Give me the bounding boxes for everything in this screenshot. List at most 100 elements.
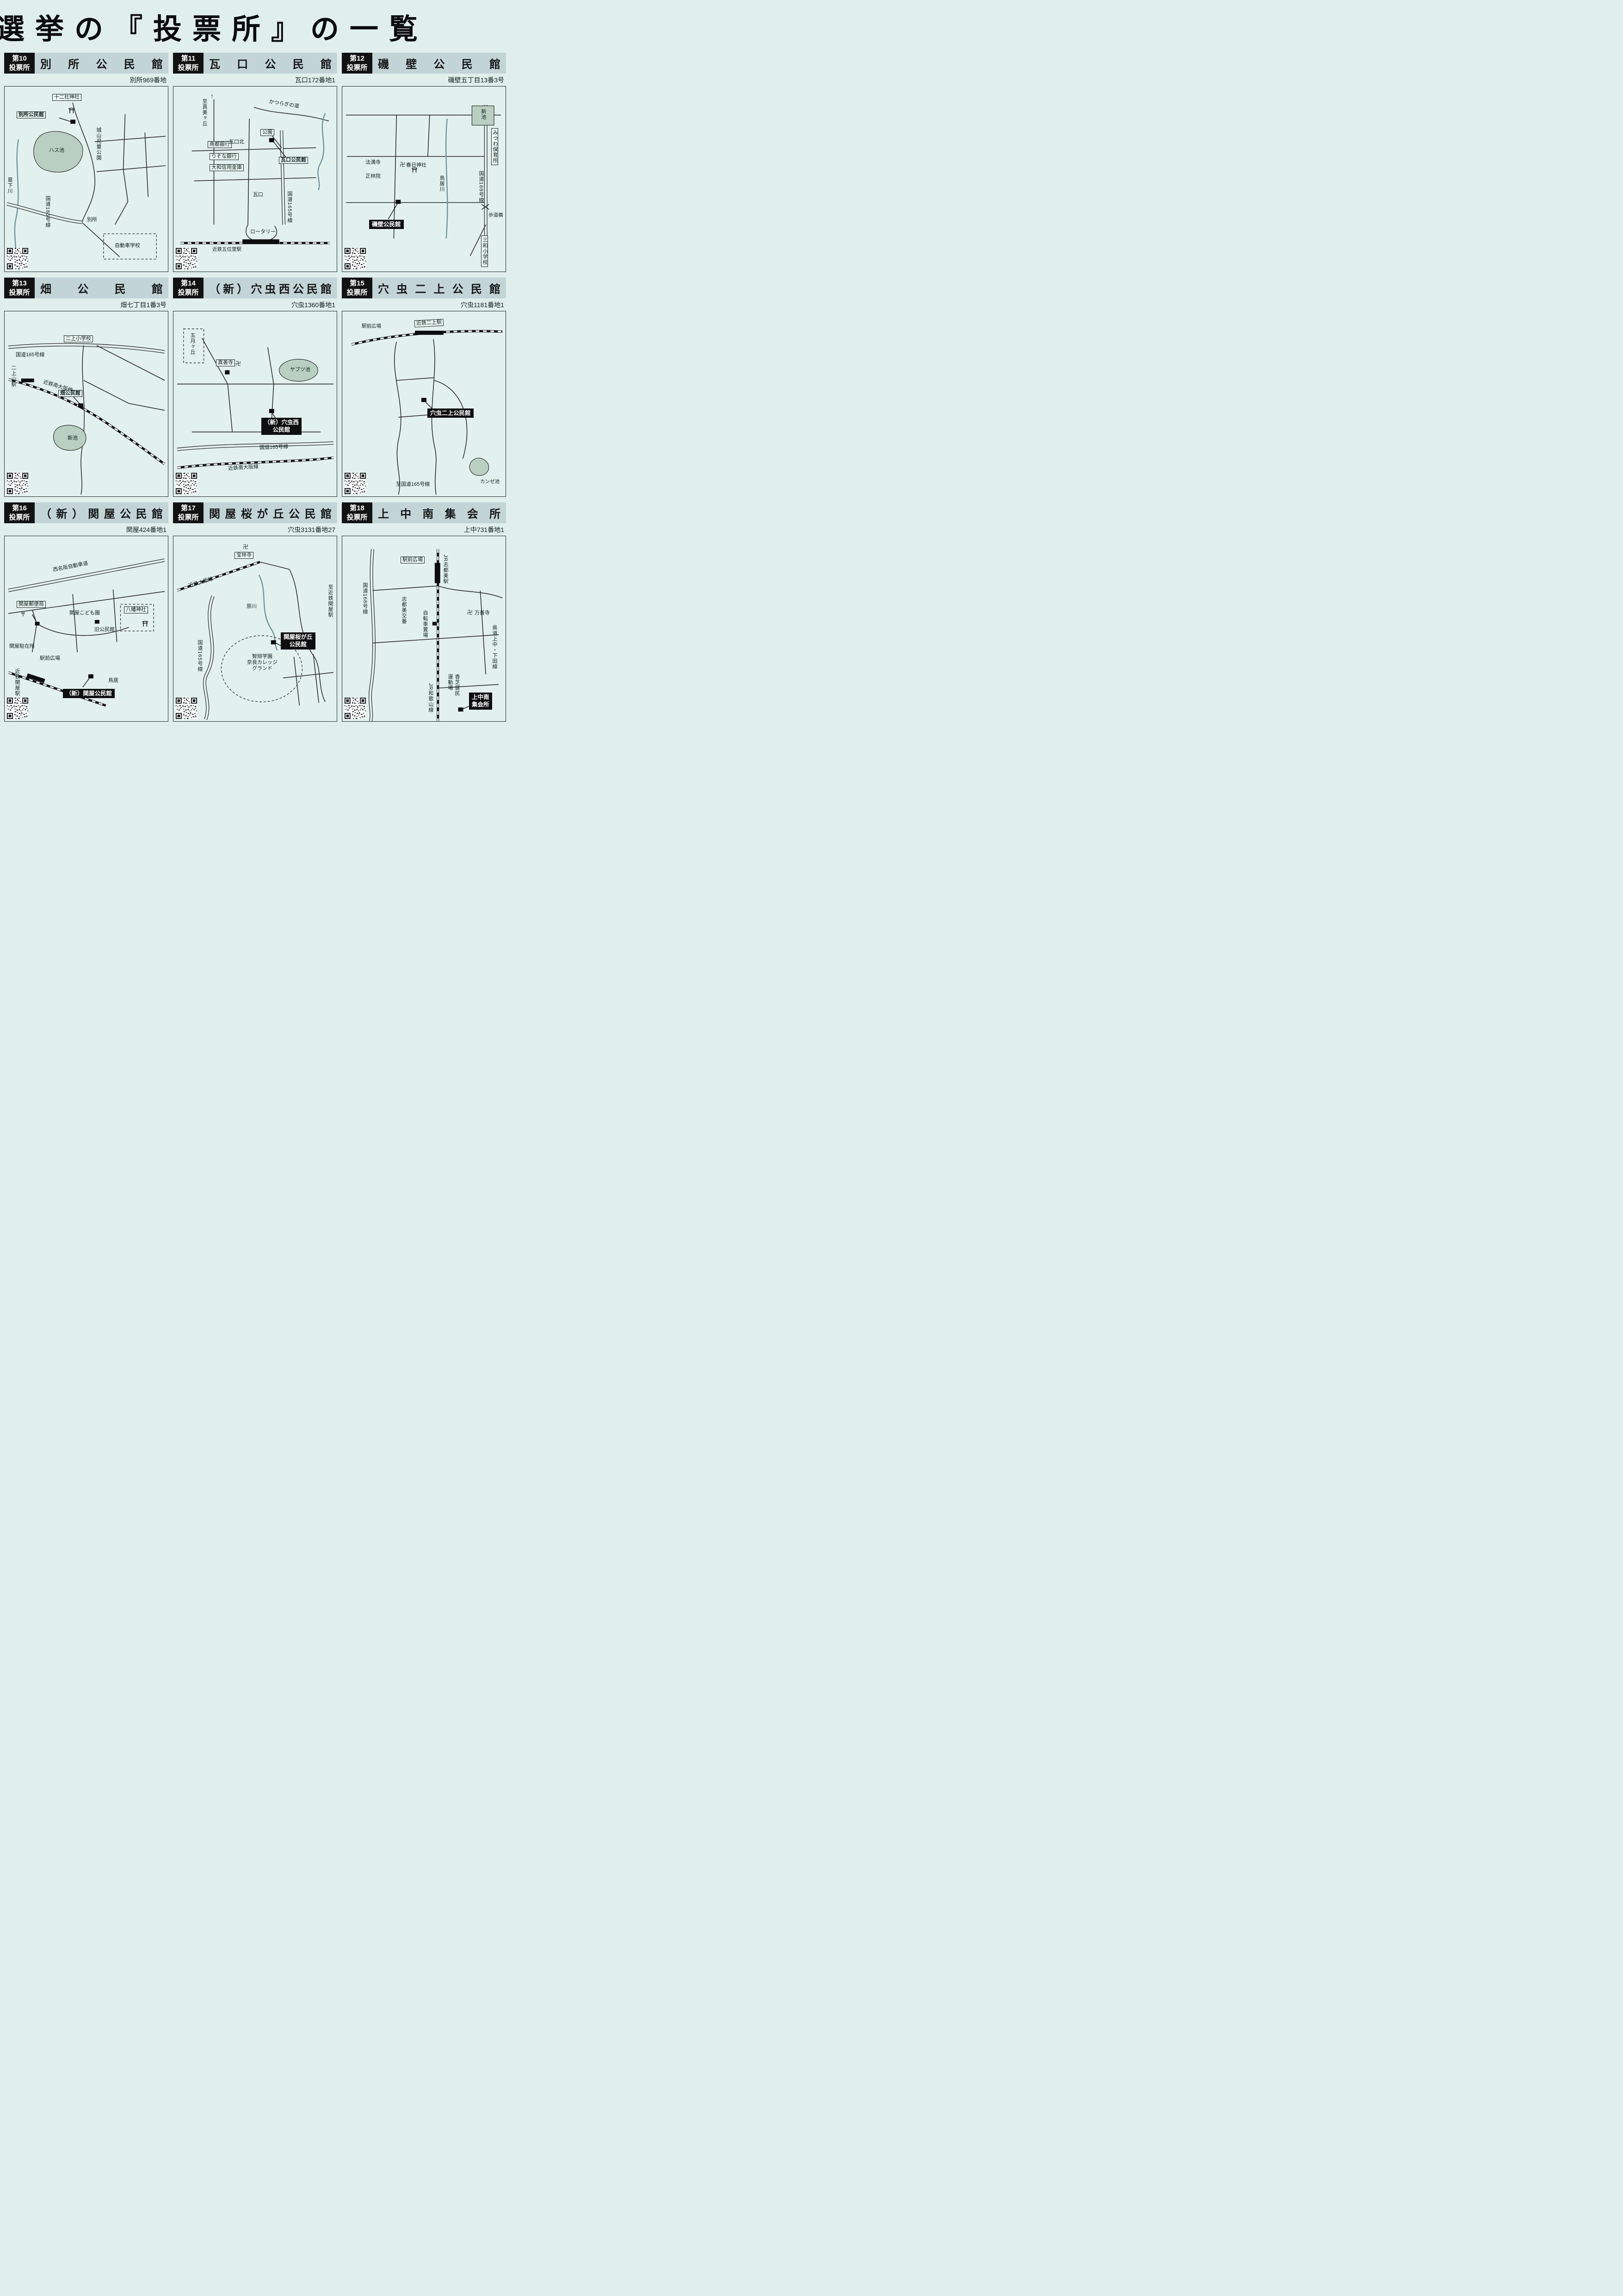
station-address: 上中731番地1 bbox=[463, 526, 504, 533]
label-station: 近鉄関屋駅 bbox=[14, 668, 20, 696]
station-number-badge: 第11 投票所 bbox=[173, 53, 204, 74]
polling-card-11: 第11 投票所 瓦口公民館 瓦口172番地1 bbox=[173, 53, 337, 272]
label-hall-line2: 公民館 bbox=[272, 427, 290, 433]
qr-code bbox=[7, 473, 28, 494]
label-ground: 香芝健民 運動場 bbox=[447, 674, 460, 696]
polling-card-10: 第10 投票所 別所公民館 別所969番地 bbox=[4, 53, 168, 272]
badge-label: 投票所 bbox=[178, 63, 199, 72]
map-roads bbox=[346, 105, 501, 256]
badge-number: 第13 bbox=[12, 279, 27, 287]
card-header: 第18 投票所 上中南集会所 bbox=[342, 502, 506, 523]
station-number-badge: 第18 投票所 bbox=[342, 502, 372, 523]
manji-icon: 卍 bbox=[243, 544, 249, 550]
label-river: 葛下川 bbox=[6, 177, 12, 194]
polling-card-18: 第18 投票所 上中南集会所 上中731番地1 bbox=[342, 502, 506, 722]
station-number-badge: 第17 投票所 bbox=[173, 502, 204, 523]
card-header: 第16 投票所 （新）関屋公民館 bbox=[4, 502, 168, 523]
label-hall: （新）穴虫西 公民館 bbox=[261, 418, 302, 435]
label-police: 関屋駐在所 bbox=[9, 644, 35, 649]
polling-card-15: 第15 投票所 穴虫二上公民館 穴虫1181番地1 bbox=[342, 278, 506, 497]
label-kitacho: 瓦口北 bbox=[229, 139, 244, 145]
badge-label: 投票所 bbox=[346, 63, 368, 72]
label-hall: 穴虫二上公民館 bbox=[427, 408, 474, 418]
label-temple: 宝林寺 bbox=[235, 552, 253, 559]
badge-label: 投票所 bbox=[178, 288, 199, 297]
badge-number: 第15 bbox=[350, 279, 364, 287]
label-route: 国道165号線 bbox=[44, 196, 50, 228]
badge-label: 投票所 bbox=[178, 513, 199, 521]
station-map: 宝林寺 卍 近鉄大阪線 原川 至近鉄関屋駅 国道165号線 智辯学園 奈良カレッ… bbox=[173, 536, 337, 722]
station-number-badge: 第16 投票所 bbox=[4, 502, 35, 523]
station-number-badge: 第15 投票所 bbox=[342, 278, 372, 298]
station-name: 瓦口公民館 bbox=[209, 58, 332, 71]
label-bank3: 大和信用金庫 bbox=[210, 164, 244, 171]
label-route: 国道165号線 bbox=[286, 191, 292, 223]
label-shrine: 春日神社 bbox=[406, 162, 426, 168]
torii-icon bbox=[411, 167, 418, 173]
badge-number: 第16 bbox=[12, 504, 27, 512]
label-temple: 真善寺 bbox=[216, 359, 235, 366]
station-number-badge: 第12 投票所 bbox=[342, 53, 372, 74]
station-map: 五月ヶ丘 真善寺 卍 ヤブツ池 （新）穴虫西 公民館 国道165号線 近鉄南大阪… bbox=[173, 311, 337, 497]
label-route: 国道165号線 bbox=[259, 444, 289, 451]
label-route: 国道165号線 bbox=[16, 352, 45, 358]
qr-code bbox=[176, 248, 197, 269]
qr-code bbox=[176, 698, 197, 719]
label-ground-line2: 奈良カレッジ bbox=[247, 659, 278, 665]
label-pond: カンゼ池 bbox=[480, 479, 500, 484]
badge-label: 投票所 bbox=[9, 288, 30, 297]
label-bicycle: 自転車置場 bbox=[422, 610, 428, 638]
station-map: 駅前広場 近鉄二上駅 穴虫二上公民館 至国道165号線 カンゼ池 bbox=[342, 311, 506, 497]
badge-label: 投票所 bbox=[346, 513, 368, 521]
label-ground-line2: 運動場 bbox=[447, 674, 453, 691]
label-shrine: 十二社神社 bbox=[52, 94, 81, 101]
station-map: ↑ 至真美ヶ丘 かつらぎの道 南都銀行 りそな銀行 大和信用金庫 公園 瓦口北 … bbox=[173, 86, 337, 272]
label-direction: 至真美ヶ丘 bbox=[201, 99, 207, 126]
station-address: 瓦口172番地1 bbox=[295, 76, 335, 84]
label-town: 別所 bbox=[87, 217, 97, 223]
station-map: 十二社神社 別所公民館 ハス池 城山児童公園 葛下川 国道165号線 別所 自動… bbox=[4, 86, 168, 272]
card-header: 第13 投票所 畑公民館 bbox=[4, 278, 168, 298]
label-temple1: 法満寺 bbox=[365, 160, 381, 165]
label-route: 国道168号線 bbox=[362, 582, 368, 615]
label-temple2: 正林院 bbox=[365, 173, 381, 179]
station-map: JR志都美駅 駅前広場 国道168号線 志都美交番 自転車置場 万善寺 卍 県道… bbox=[342, 536, 506, 722]
label-hall: 別所公民館 bbox=[17, 111, 46, 118]
label-plaza: 駅前広場 bbox=[40, 656, 60, 661]
label-station: 二上山駅 bbox=[10, 365, 16, 387]
station-name: 穴虫二上公民館 bbox=[378, 283, 500, 296]
label-hall-line2: 公民館 bbox=[289, 641, 307, 648]
map-roads bbox=[369, 549, 503, 721]
card-header: 第17 投票所 関屋桜が丘公民館 bbox=[173, 502, 337, 523]
label-town: 瓦口 bbox=[253, 192, 263, 198]
label-post-office: 関屋郵便局 bbox=[17, 601, 46, 608]
manji-icon: 卍 bbox=[400, 161, 406, 168]
badge-label: 投票所 bbox=[346, 288, 368, 297]
label-pond: 新池 bbox=[480, 109, 486, 120]
label-to-station: 至近鉄関屋駅 bbox=[327, 584, 333, 618]
qr-code bbox=[7, 698, 28, 719]
label-river: 鳥居川 bbox=[438, 175, 444, 192]
station-name: 関屋桜が丘公民館 bbox=[209, 508, 332, 520]
label-ground-line3: グランド bbox=[252, 665, 272, 671]
qr-code bbox=[345, 248, 366, 269]
label-park: 公園 bbox=[260, 129, 274, 136]
station-name: （新）関屋公民館 bbox=[40, 508, 163, 520]
flyer-page: 選挙の『投票所』の一覧 第10 投票所 別所公民館 別所969番地 bbox=[0, 0, 510, 722]
map-roads bbox=[6, 102, 166, 260]
station-address: 穴虫1360番地1 bbox=[291, 301, 335, 309]
station-name: 上中南集会所 bbox=[378, 508, 500, 520]
card-header: 第12 投票所 磯壁公民館 bbox=[342, 53, 506, 74]
label-hall-line2: 集会所 bbox=[472, 701, 489, 708]
label-rotary: ロータリー bbox=[250, 229, 276, 235]
label-old-hall: 旧公民館 bbox=[94, 627, 115, 632]
label-pond: 新池 bbox=[68, 435, 78, 441]
arrow-up-icon: ↑ bbox=[210, 92, 214, 99]
label-torii: 鳥居 bbox=[108, 678, 118, 683]
label-school: 三和小学校 bbox=[481, 235, 488, 267]
station-number-badge: 第14 投票所 bbox=[173, 278, 204, 298]
qr-code bbox=[7, 248, 28, 269]
label-hall-line1: 上中南 bbox=[472, 694, 489, 700]
label-station: JR志都美駅 bbox=[442, 555, 448, 584]
label-temple: 万善寺 bbox=[475, 610, 490, 616]
